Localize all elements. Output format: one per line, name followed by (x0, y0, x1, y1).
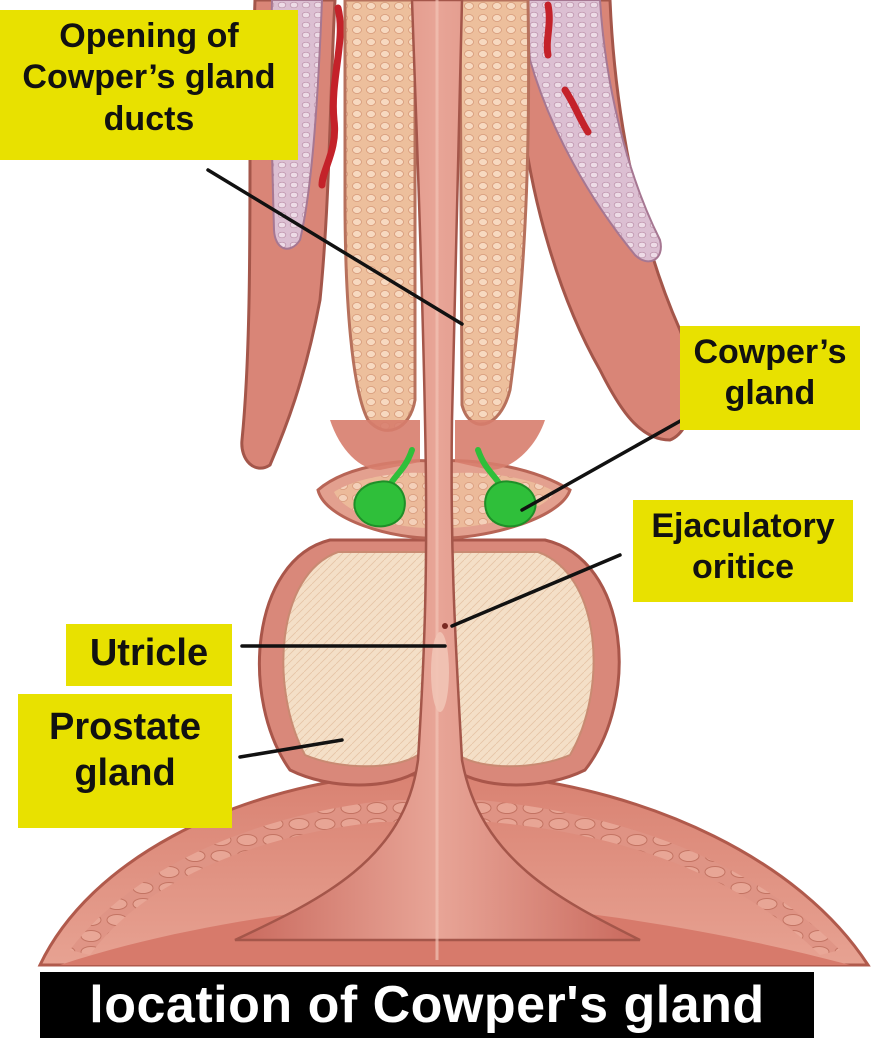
cowpers-gland-right (475, 447, 537, 528)
caption-banner: location of Cowper's gland (40, 972, 814, 1038)
label-utricle: Utricle (66, 624, 232, 686)
label-cowpers-line-1: Cowper’s (693, 333, 847, 371)
label-cowpers-line-2: gland (724, 374, 816, 413)
label-utricle-text: Utricle (89, 632, 209, 674)
label-ejaculatory-orifice: Ejaculatory oritice (633, 500, 853, 602)
urethra (234, 0, 641, 960)
leader-ejaculatory (450, 553, 622, 628)
label-opening-of-cowpers-gland-ducts: Opening of Cowper’s gland ducts (0, 10, 298, 160)
leader-opening (206, 168, 464, 326)
label-cowpers-gland: Cowper’s gland (680, 326, 860, 430)
corpus-spongiosum (330, 0, 545, 470)
label-prostate-line-2: gland (74, 752, 176, 795)
label-ejaculatory-line-1: Ejaculatory (651, 507, 835, 545)
label-opening-line-2: Cowper’s gland (22, 58, 276, 97)
leader-cowpers (520, 418, 684, 512)
label-opening-line-3: ducts (103, 99, 195, 138)
leader-lines (206, 168, 684, 759)
label-prostate-line-1: Prostate (48, 706, 202, 748)
leader-prostate (238, 738, 344, 759)
label-opening-line-1: Opening of (59, 17, 239, 55)
right-corpus-cavernosum (513, 0, 694, 442)
label-ejaculatory-line-2: oritice (691, 548, 795, 587)
cowpers-gland-left (353, 447, 415, 528)
label-prostate-gland: Prostate gland (18, 694, 232, 828)
